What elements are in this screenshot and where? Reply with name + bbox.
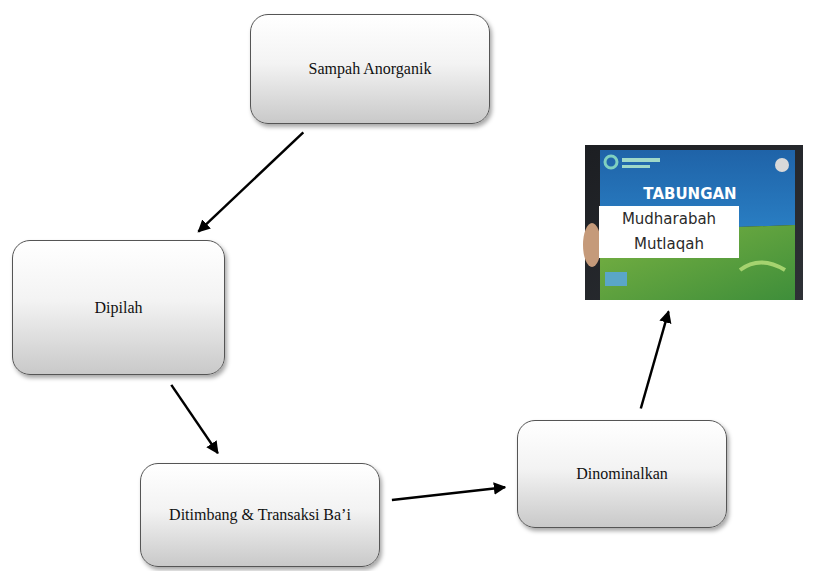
flow-arrow xyxy=(171,385,218,453)
process-box: Sampah Anorganik xyxy=(250,14,490,124)
flow-arrow xyxy=(198,132,303,231)
box-label: Dinominalkan xyxy=(576,464,668,484)
box-label: Dipilah xyxy=(95,298,143,318)
process-box: Ditimbang & Transaksi Ba’i xyxy=(140,463,380,567)
photo-text: TABUNGAN xyxy=(625,185,755,203)
box-label: Sampah Anorganik xyxy=(309,59,432,79)
flow-arrow xyxy=(641,312,669,409)
process-box: Dipilah xyxy=(12,240,225,375)
photo-text: Mudharabah Mutlaqah xyxy=(599,206,739,258)
flow-arrow xyxy=(392,487,505,500)
passbook-photo: TABUNGAN Mudharabah Mutlaqah xyxy=(585,145,803,300)
box-label: Ditimbang & Transaksi Ba’i xyxy=(169,505,351,525)
process-box: Dinominalkan xyxy=(517,420,727,528)
